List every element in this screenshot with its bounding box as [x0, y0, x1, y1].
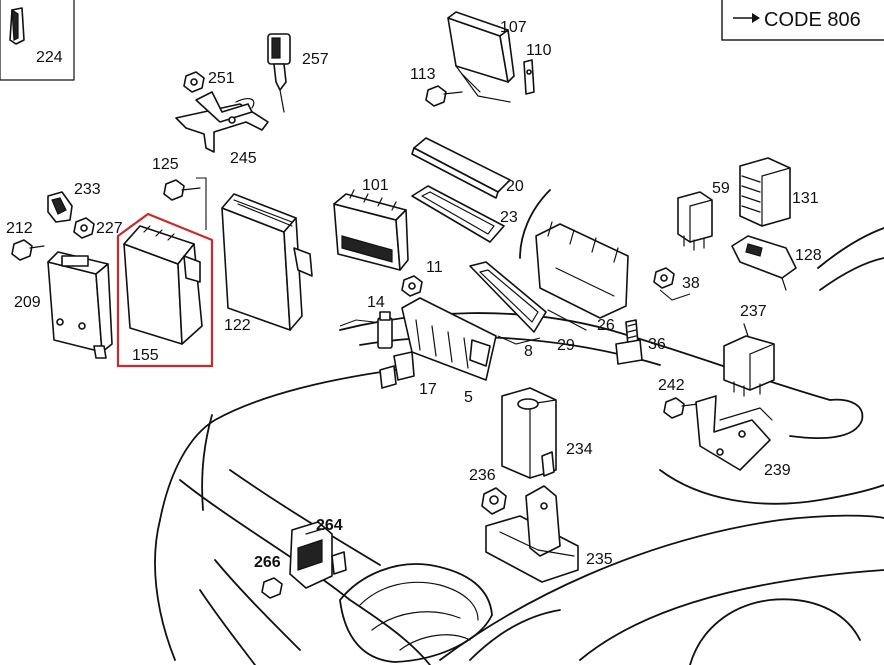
- part-8-gasket: 8: [469, 261, 547, 360]
- part-11-nut: 11: [401, 259, 443, 297]
- part-128-bracket: 128: [731, 235, 822, 291]
- svg-text:110: 110: [526, 42, 552, 59]
- svg-text:239: 239: [764, 462, 791, 479]
- svg-text:264: 264: [316, 517, 343, 534]
- part-233-clip: 233: [47, 181, 101, 223]
- part-235-mount: 235: [485, 485, 613, 583]
- part-224-clip: 224: [9, 7, 63, 66]
- leader-line: [339, 319, 375, 327]
- part-23-gasket: 23: [411, 185, 518, 243]
- part-107-module: 107: [447, 11, 527, 103]
- part-17-connector: 17: [379, 351, 437, 398]
- part-110-bracket: 110: [523, 42, 552, 95]
- svg-text:29: 29: [557, 337, 575, 354]
- part-122-module: 122: [221, 193, 313, 334]
- part-239-bracket: 239: [695, 395, 791, 479]
- svg-text:36: 36: [648, 336, 666, 353]
- part-227-nut: 227: [73, 217, 123, 239]
- part-242-screw: 242: [658, 377, 699, 419]
- code-text: CODE 806: [764, 9, 861, 31]
- part-5-housing: 5: [401, 297, 497, 406]
- svg-text:209: 209: [14, 294, 41, 311]
- highlight-frame-155: [116, 212, 214, 368]
- part-101-fuse-box: 101: [333, 177, 409, 271]
- svg-text:23: 23: [500, 209, 518, 226]
- svg-text:266: 266: [254, 554, 281, 571]
- svg-text:233: 233: [74, 181, 101, 198]
- part-113-screw: 113: [410, 66, 463, 107]
- part-237-relay: 237: [723, 303, 775, 397]
- part-14-plug: 14: [367, 294, 393, 349]
- part-125-screw: 125: [152, 156, 207, 230]
- part-257-connector: 257: [267, 33, 329, 113]
- svg-text:107: 107: [500, 19, 527, 36]
- svg-text:251: 251: [208, 70, 235, 87]
- part-131-relay: 131: [739, 157, 819, 227]
- svg-text:235: 235: [586, 551, 613, 568]
- leader-line: [497, 335, 541, 345]
- part-236-nut: 236: [469, 467, 507, 515]
- svg-text:101: 101: [362, 177, 389, 194]
- svg-text:212: 212: [6, 220, 33, 237]
- svg-text:11: 11: [426, 259, 443, 276]
- svg-text:128: 128: [795, 247, 822, 264]
- code-box: CODE 806: [721, 0, 884, 41]
- svg-text:113: 113: [410, 66, 436, 83]
- svg-text:14: 14: [367, 294, 385, 311]
- part-155-control-unit: 155: [123, 225, 203, 364]
- car-body-outline: [154, 189, 884, 665]
- svg-text:234: 234: [566, 441, 593, 458]
- svg-text:20: 20: [506, 178, 524, 195]
- part-29-strip: 29: [547, 309, 587, 354]
- svg-text:237: 237: [740, 303, 767, 320]
- svg-text:245: 245: [230, 150, 257, 167]
- svg-text:224: 224: [36, 49, 63, 66]
- part-264-connector: 264: [289, 517, 347, 589]
- part-59-relay: 59: [677, 180, 730, 251]
- part-245-bracket: 245: [175, 91, 269, 167]
- part-266-screw: 266: [254, 554, 283, 599]
- part-209-module: 209: [14, 251, 113, 359]
- part-234-reservoir: 234: [501, 387, 593, 479]
- part-212-screw: 212: [6, 220, 45, 261]
- svg-text:59: 59: [712, 180, 730, 197]
- svg-text:227: 227: [96, 220, 123, 237]
- part-26-bracket: 26: [535, 221, 629, 334]
- part-36-valve: 36: [615, 319, 666, 365]
- part-20-cover: 20: [411, 137, 524, 199]
- part-251-nut: 251: [183, 70, 235, 93]
- svg-text:26: 26: [597, 317, 615, 334]
- svg-text:122: 122: [224, 317, 251, 334]
- svg-text:17: 17: [419, 381, 437, 398]
- svg-text:242: 242: [658, 377, 685, 394]
- svg-text:5: 5: [464, 389, 473, 406]
- svg-text:125: 125: [152, 156, 179, 173]
- svg-text:257: 257: [302, 51, 329, 68]
- inset-frame-224: [0, 0, 75, 81]
- part-38-nut: 38: [653, 267, 700, 301]
- right-arrow-icon: [733, 13, 760, 23]
- svg-text:38: 38: [682, 275, 700, 292]
- svg-text:155: 155: [132, 347, 159, 364]
- svg-text:131: 131: [792, 190, 819, 207]
- svg-text:8: 8: [524, 343, 533, 360]
- svg-text:236: 236: [469, 467, 496, 484]
